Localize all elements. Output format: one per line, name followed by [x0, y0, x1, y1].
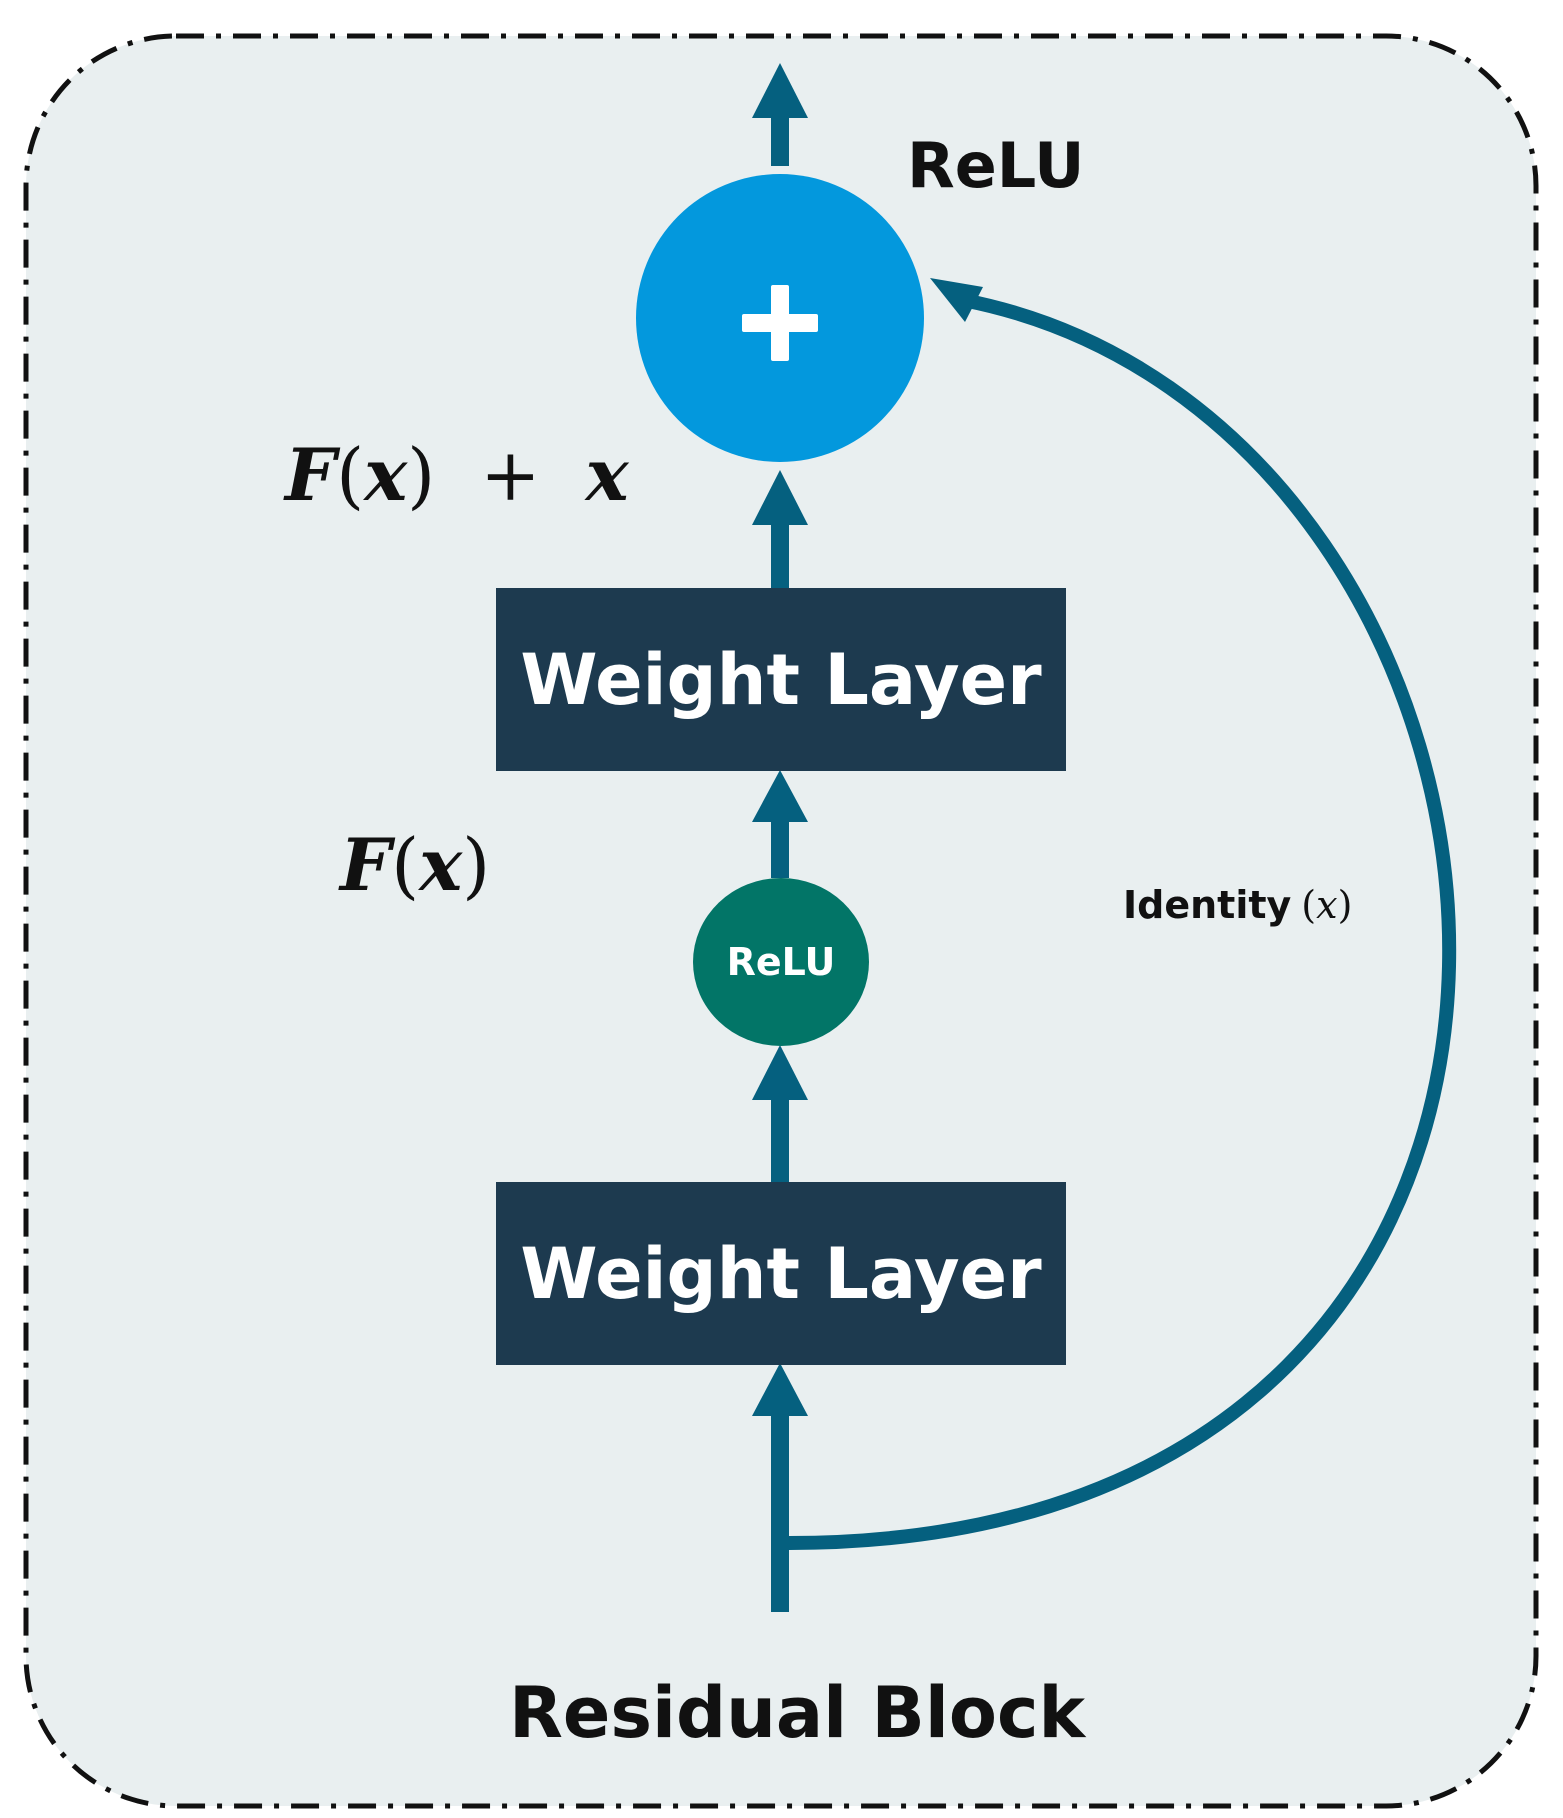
sum-expression-open: ( [336, 433, 364, 517]
sum-expression-plus: + [480, 433, 540, 517]
weight-to-relu-arrow [752, 1045, 808, 1182]
residual-function-x: x [417, 822, 463, 907]
sum-expression-x: x [362, 432, 408, 517]
plus-icon [742, 285, 818, 361]
residual-function-label: F(x) [338, 822, 490, 907]
residual-function-f: F [338, 822, 396, 907]
output-arrow [752, 63, 808, 166]
weight-layer-bottom: Weight Layer [496, 1182, 1066, 1365]
arrow-up-icon [752, 63, 808, 118]
weight-to-sum-arrow [752, 470, 808, 588]
diagram-title: Residual Block [509, 1672, 1087, 1754]
sum-expression-x2: x [584, 432, 630, 517]
weight-layer-top-label: Weight Layer [520, 639, 1042, 721]
arrow-up-icon [752, 470, 808, 525]
residual-function-close: ) [462, 823, 490, 907]
weight-layer-bottom-label: Weight Layer [520, 1233, 1042, 1315]
input-arrow [752, 1363, 808, 1612]
sum-expression-label: F(x)+x [283, 432, 630, 517]
arrow-up-icon [752, 1045, 808, 1100]
identity-label: Identity(x) [1123, 883, 1352, 927]
arrow-up-icon [752, 770, 808, 822]
weight-layer-top: Weight Layer [496, 588, 1066, 771]
relu-to-weight-arrow [752, 770, 808, 878]
sum-expression-f: F [283, 432, 341, 517]
relu-node-label: ReLU [727, 940, 836, 984]
identity-close: ) [1338, 883, 1353, 927]
identity-x: x [1316, 883, 1337, 927]
sum-expression-close: ) [407, 433, 435, 517]
residual-function-open: ( [391, 823, 419, 907]
identity-text: Identity [1123, 883, 1292, 927]
identity-open: ( [1301, 883, 1316, 927]
arrow-head-icon [930, 278, 983, 322]
identity-skip-connection [788, 278, 1456, 1550]
arrow-up-icon [752, 1363, 808, 1416]
relu-node: ReLU [693, 878, 869, 1046]
output-relu-label: ReLU [907, 129, 1084, 202]
sum-node [636, 174, 924, 462]
